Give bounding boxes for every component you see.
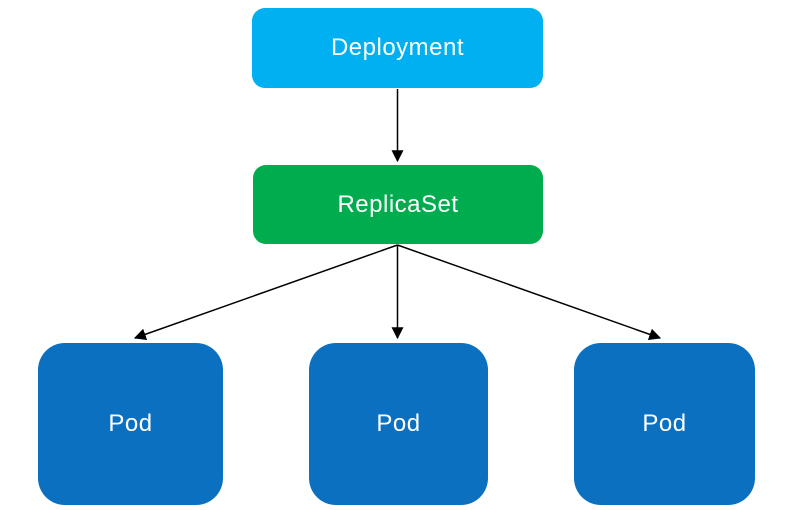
- edge-replicaset-pod1: [133, 244, 398, 341]
- node-replicaset-label: ReplicaSet: [337, 190, 459, 218]
- node-replicaset: ReplicaSet: [253, 165, 543, 244]
- node-pod-1: Pod: [38, 343, 223, 505]
- edge-replicaset-pod3: [397, 244, 662, 341]
- node-pod-1-label: Pod: [108, 410, 153, 437]
- node-pod-2-label: Pod: [376, 410, 421, 437]
- node-pod-3: Pod: [574, 343, 755, 505]
- node-deployment: Deployment: [252, 8, 543, 88]
- node-pod-3-label: Pod: [642, 410, 687, 437]
- node-pod-2: Pod: [309, 343, 488, 505]
- node-deployment-label: Deployment: [330, 34, 465, 61]
